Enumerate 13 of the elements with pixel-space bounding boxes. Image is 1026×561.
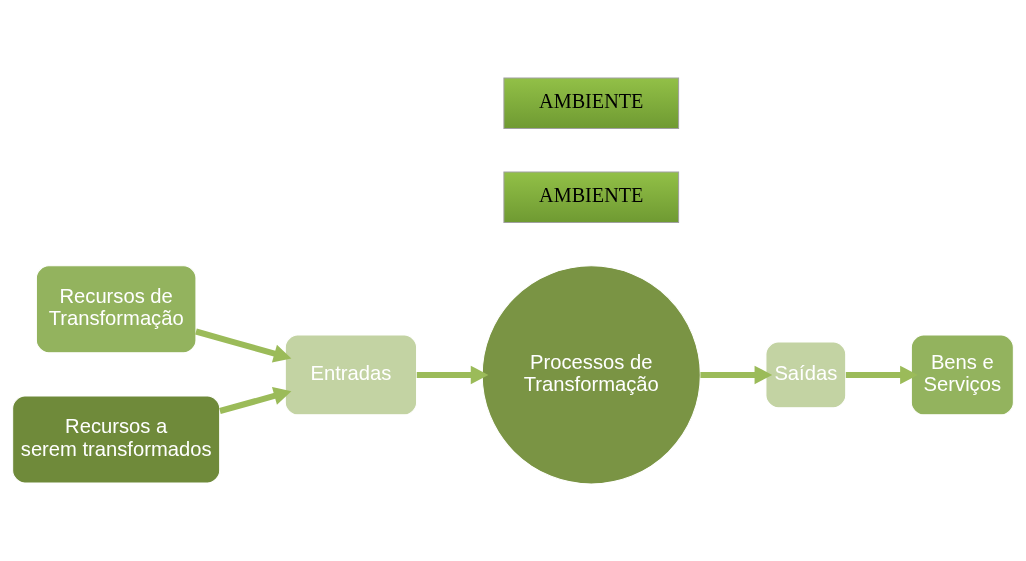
node-box: Saídas	[765, 341, 847, 408]
arrow	[416, 365, 489, 384]
arrow	[219, 386, 292, 414]
node-box: AMBIENTE	[503, 77, 680, 129]
arrow	[195, 328, 292, 363]
node-box: Bens e Serviços	[910, 334, 1014, 415]
node-box: Recursos de Transformação	[35, 264, 197, 353]
node-box: AMBIENTE	[503, 170, 680, 223]
node-box: Recursos a serem transformados	[12, 395, 221, 483]
arrow	[845, 365, 918, 384]
node-circle: Processos de Transformação	[481, 264, 701, 484]
arrow	[700, 365, 773, 384]
node-box: Entradas	[284, 334, 418, 415]
